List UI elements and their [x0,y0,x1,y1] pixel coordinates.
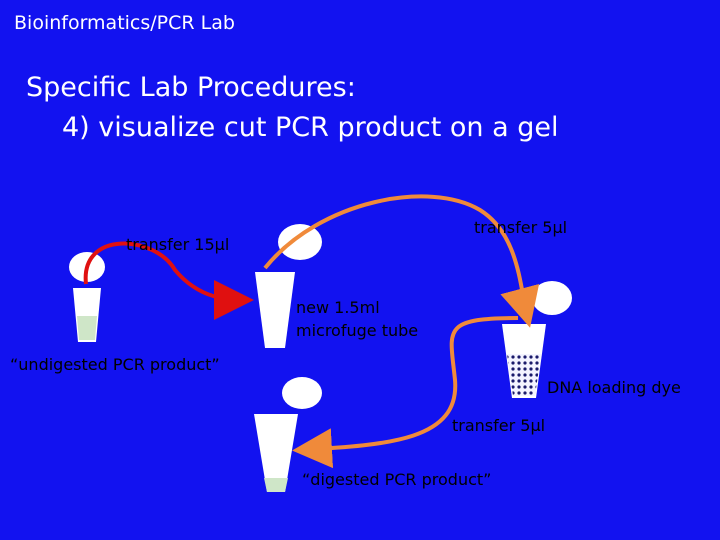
label-new-tube: new 1.5ml [296,298,380,317]
tube-cap [278,224,322,260]
tube-liquid [264,478,288,492]
tube-new [255,224,322,348]
tube-liquid [77,316,97,340]
tube-cap [532,281,572,315]
label-digested: “digested PCR product” [302,470,492,489]
tube-dye [507,354,541,396]
label-transfer-5-bottom: transfer 5µl [452,416,546,435]
label-transfer-5-top: transfer 5µl [474,218,568,237]
label-transfer-15: transfer 15µl [126,235,230,254]
tube-cap [282,377,322,409]
tube-undigested [69,252,105,342]
tube-digested [254,377,322,492]
label-new-tube-line2: microfuge tube [296,321,419,340]
label-loading-dye: DNA loading dye [547,378,681,397]
tube-body [254,414,298,492]
slide-subtitle: 4) visualize cut PCR product on a gel [62,112,559,143]
slide-title: Specific Lab Procedures: [26,72,356,103]
arrow-transfer-15 [83,241,254,320]
tube-body [255,272,295,348]
arrow-transfer-5-top [263,194,540,328]
arrow-transfer-5-bottom [292,316,519,469]
course-title: Bioinformatics/PCR Lab [14,12,235,34]
tube-loading-dye [502,281,572,398]
label-undigested: “undigested PCR product” [10,355,220,374]
